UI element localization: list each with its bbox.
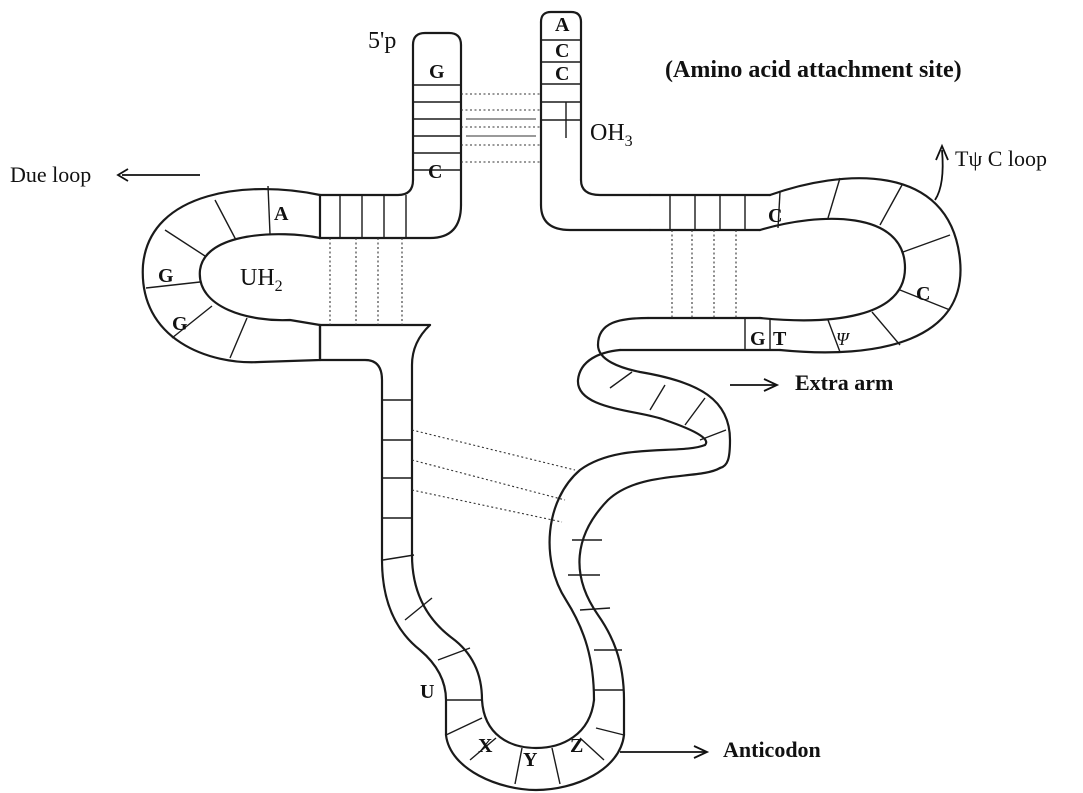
base-acc-a: A bbox=[555, 14, 570, 36]
anticodon-right-outer bbox=[579, 468, 720, 735]
base-g-left1: G bbox=[158, 265, 174, 287]
acceptor-to-d-arm-top bbox=[320, 180, 413, 195]
acceptor-to-t-arm-outer bbox=[581, 180, 650, 195]
label-tpsic-loop: Tψ C loop bbox=[955, 146, 1047, 171]
base-z-anti: Z bbox=[570, 735, 583, 757]
label-uh2: UH2 bbox=[240, 265, 283, 295]
base-u-anti: U bbox=[420, 681, 434, 703]
anticodon-left-outer bbox=[320, 360, 446, 735]
base-c-right2: C bbox=[916, 283, 930, 305]
tpsic-loop-outer bbox=[770, 178, 961, 352]
label-due-loop: Due loop bbox=[10, 162, 91, 187]
acceptor-to-d-arm-bottom bbox=[320, 205, 461, 238]
label-oh3: OH3 bbox=[590, 120, 633, 150]
extra-arm-inner bbox=[578, 350, 706, 445]
base-t-right: T bbox=[773, 328, 787, 350]
anticodon-left-inner bbox=[412, 325, 482, 700]
base-g-left2: G bbox=[172, 313, 188, 335]
acceptor-to-t-arm-top bbox=[541, 205, 650, 230]
label-extra-arm: Extra arm bbox=[795, 370, 893, 395]
label-amino-acid-site: (Amino acid attachment site) bbox=[665, 57, 962, 83]
base-a-stem: A bbox=[274, 203, 289, 225]
base-c-stem: C bbox=[428, 161, 442, 183]
t-to-extra-inner bbox=[598, 318, 648, 345]
base-acc-c2: C bbox=[555, 63, 569, 85]
base-g-top: G bbox=[429, 61, 445, 83]
base-acc-c1: C bbox=[555, 40, 569, 62]
label-anticodon: Anticodon bbox=[723, 737, 821, 762]
base-psi-right: Ψ bbox=[836, 329, 851, 349]
tpsic-loop-inner bbox=[760, 219, 905, 320]
annotations: 5'p (Amino acid attachment site) OH3 Tψ … bbox=[10, 28, 1047, 762]
label-five-prime: 5'p bbox=[368, 28, 396, 54]
acceptor-left-cap bbox=[413, 33, 461, 45]
base-x-anti: X bbox=[478, 735, 493, 757]
base-y-anti: Y bbox=[523, 749, 538, 771]
base-c-right1: C bbox=[768, 205, 782, 227]
base-g-right: G bbox=[750, 328, 766, 350]
anticodon-right-inner bbox=[550, 445, 705, 700]
anticodon-arm bbox=[320, 325, 720, 790]
